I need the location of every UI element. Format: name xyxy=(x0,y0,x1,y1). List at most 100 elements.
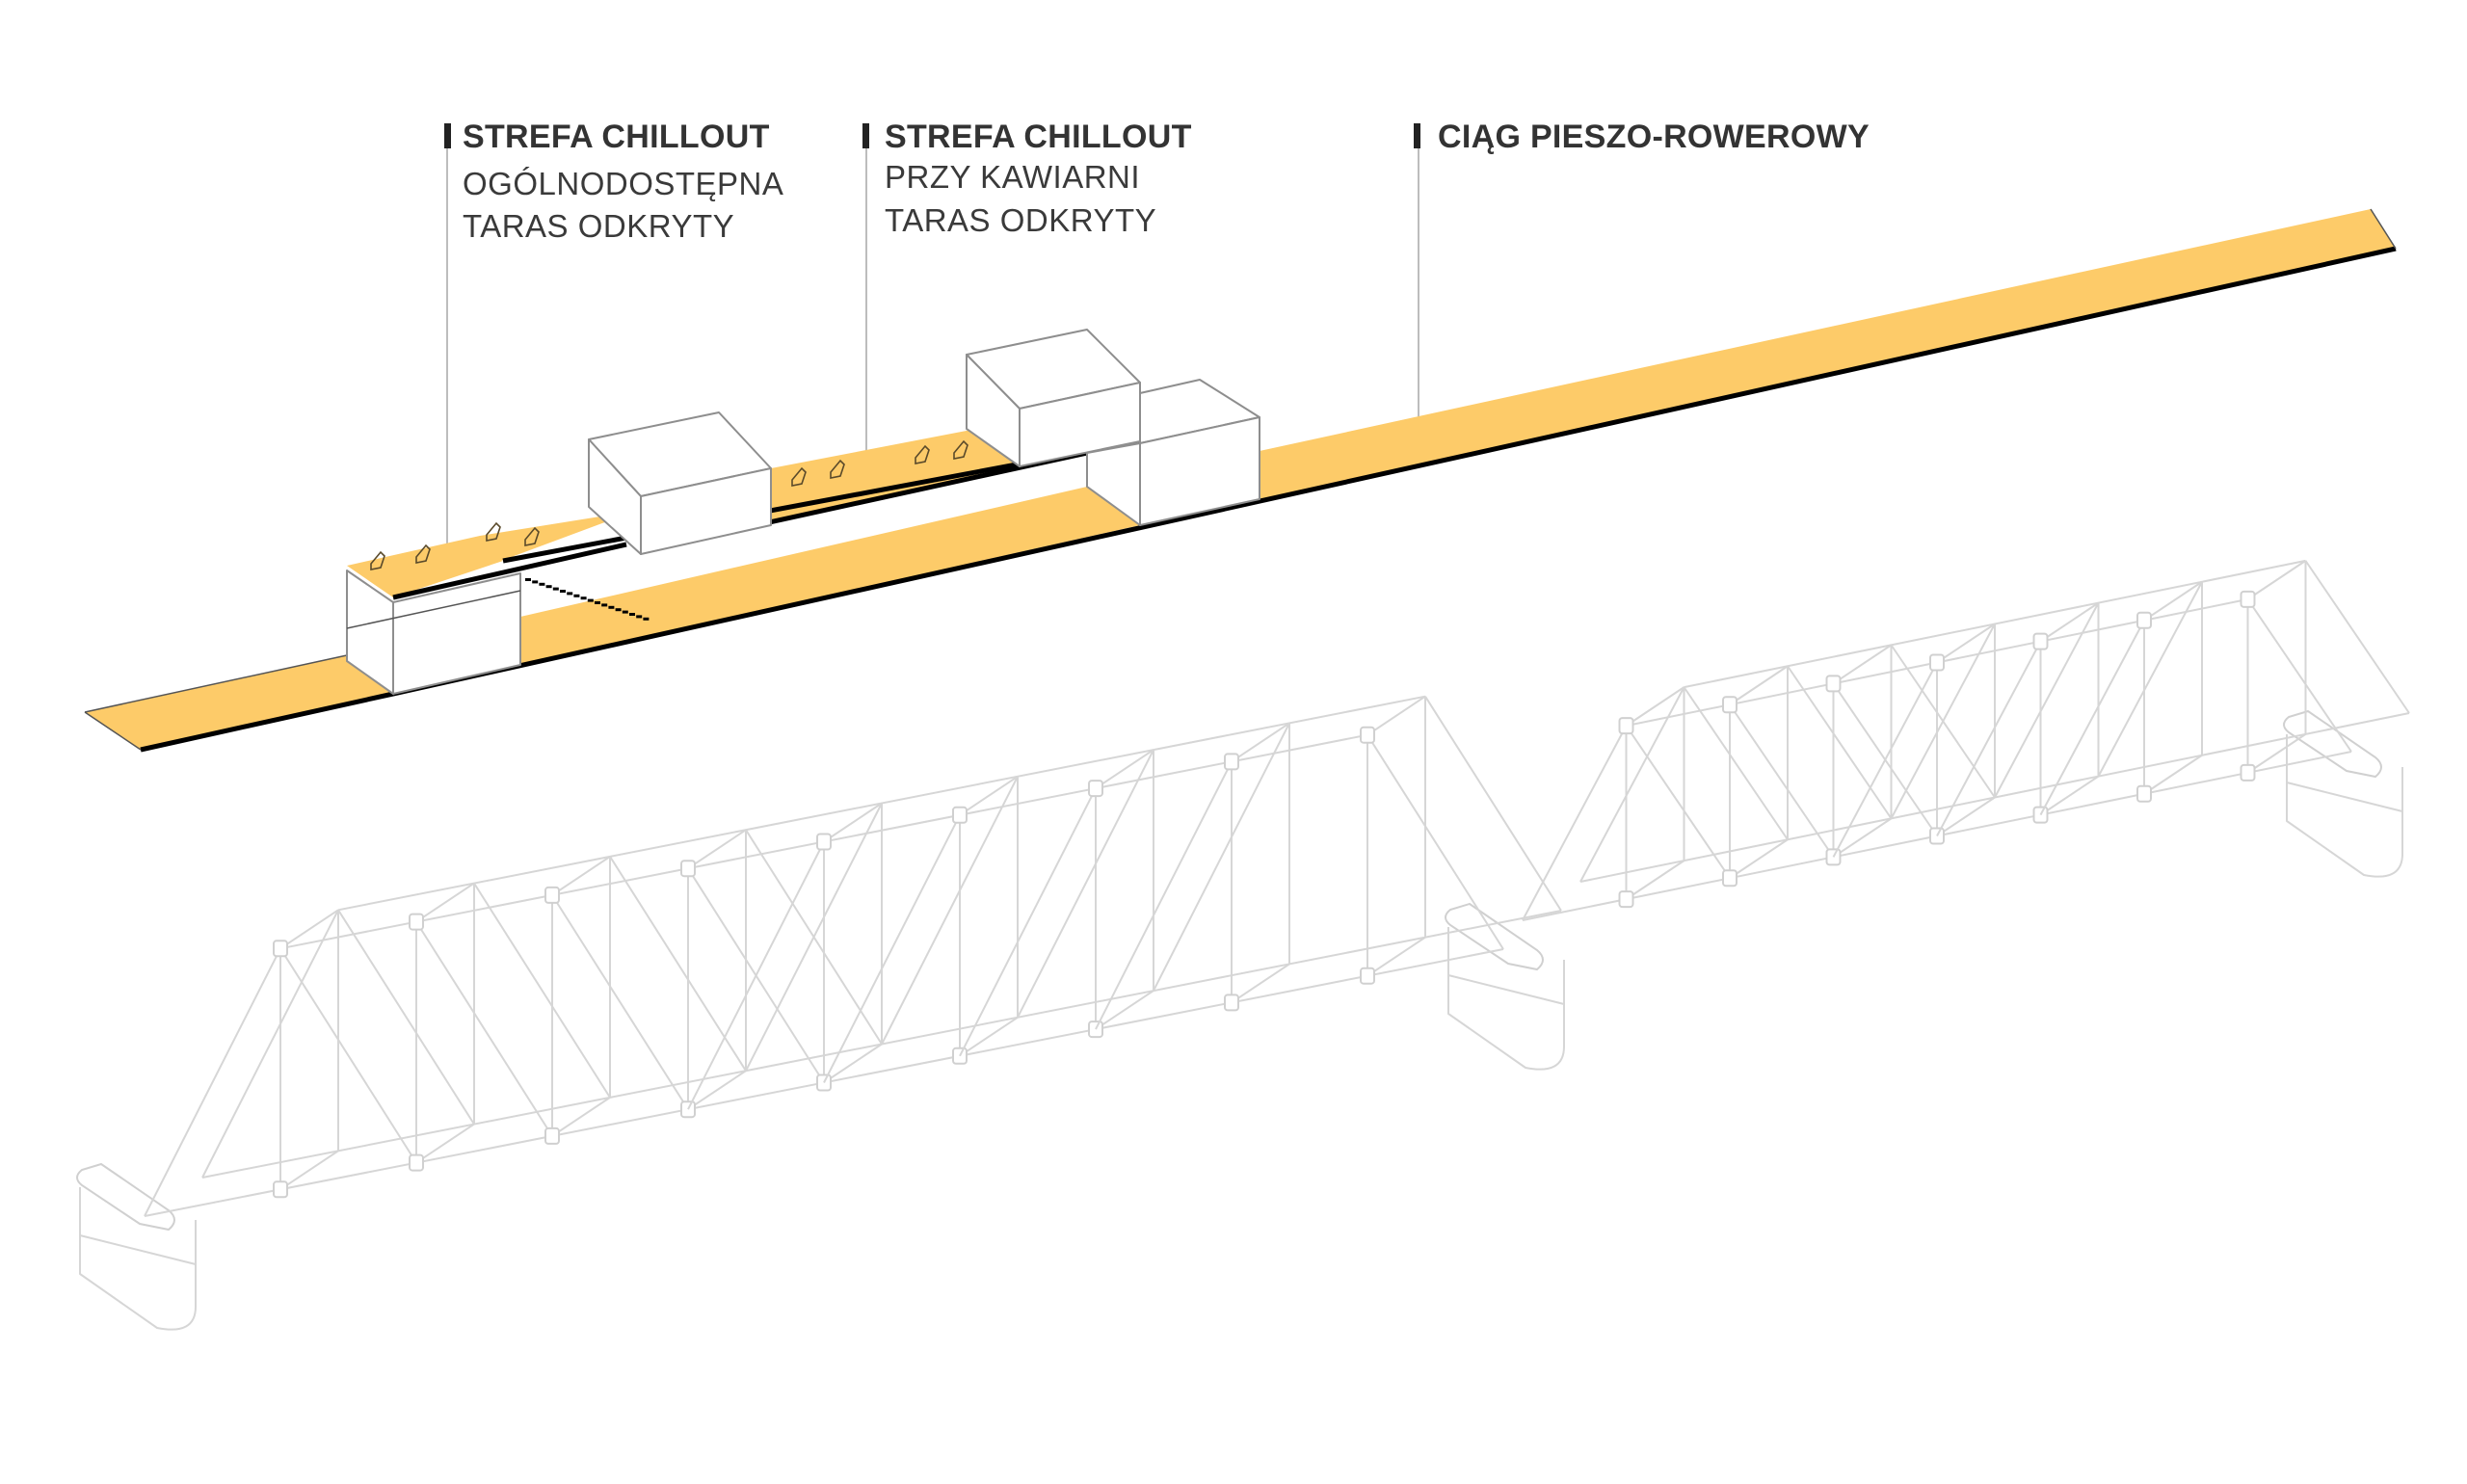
lateral xyxy=(1729,838,1789,880)
diagonal xyxy=(1787,665,1893,819)
label-title: CIĄG PIESZO-ROWEROWY xyxy=(1438,119,1870,155)
pier-band xyxy=(1447,974,1565,1005)
stair-step xyxy=(567,592,573,596)
gusset-node xyxy=(1618,890,1634,909)
end-post xyxy=(1579,686,1685,883)
label-line-1: OGÓLNODOSTĘPNA xyxy=(463,166,783,201)
pier-cap xyxy=(1445,902,1544,971)
gusset-node xyxy=(680,860,696,878)
pier-cap xyxy=(76,1162,175,1232)
diagonal xyxy=(1729,703,1835,858)
deck-chillout-public xyxy=(347,511,636,597)
label-chillout-public: STREFA CHILLOUT OGÓLNODOSTĘPNA TARAS ODK… xyxy=(442,119,783,567)
stair-step xyxy=(636,615,643,619)
lateral xyxy=(1366,695,1426,736)
lateral xyxy=(551,1097,611,1137)
lateral xyxy=(279,909,339,950)
stair-step xyxy=(560,590,566,593)
lateral xyxy=(687,1070,747,1111)
pier-body xyxy=(79,1187,197,1331)
lateral xyxy=(2143,580,2203,622)
diagonal xyxy=(823,814,961,1083)
deck-main-right xyxy=(1260,209,2396,499)
end-post xyxy=(2246,598,2352,753)
diagonal xyxy=(609,856,747,1072)
diagonal xyxy=(959,787,1097,1057)
gusset-node xyxy=(952,806,968,824)
pavilion-middle xyxy=(588,411,772,555)
gusset-node xyxy=(273,940,288,958)
truss-span-right xyxy=(1522,559,2410,921)
deck-edge-thin xyxy=(84,654,348,713)
lateral xyxy=(1832,817,1893,859)
gusset-node xyxy=(273,1180,288,1199)
lateral xyxy=(1936,623,1996,664)
lateral xyxy=(1625,686,1685,727)
gusset-node xyxy=(1929,653,1945,672)
pavilion-right xyxy=(1086,379,1260,526)
deck-edge-thin xyxy=(84,711,142,751)
stair-step xyxy=(608,605,615,609)
label-chillout-cafe: STREFA CHILLOUT PRZY KAWIARNI TARAS ODKR… xyxy=(862,119,1191,492)
stair-step xyxy=(601,603,608,607)
diagonal xyxy=(1832,662,1938,858)
chair-icon xyxy=(486,521,501,542)
lateral xyxy=(1729,665,1789,706)
pier-body xyxy=(2286,734,2403,878)
pier-left xyxy=(76,1162,197,1331)
lateral xyxy=(551,856,611,896)
truss-bridge xyxy=(76,559,2410,1331)
label-marker-bar xyxy=(862,123,869,148)
gusset-node xyxy=(1722,696,1738,714)
diagonal xyxy=(415,921,553,1137)
gusset-node xyxy=(2136,611,2152,629)
label-line-2: TARAS ODKRYTY xyxy=(885,202,1156,238)
pier-band xyxy=(79,1234,197,1265)
diagonal xyxy=(279,947,417,1164)
gusset-node xyxy=(816,833,832,851)
label-pedestrian-cycle-path: CIĄG PIESZO-ROWEROWY xyxy=(1414,119,1870,442)
chairs xyxy=(370,439,968,570)
lateral xyxy=(1095,749,1154,789)
stair-step xyxy=(525,578,531,581)
end-post xyxy=(2304,560,2410,714)
stair-step xyxy=(532,580,539,584)
diagonal xyxy=(1890,623,1996,819)
lateral xyxy=(959,775,1019,816)
chair-icon xyxy=(953,439,968,460)
gusset-node xyxy=(2136,784,2152,803)
lateral xyxy=(1231,963,1290,1004)
pier-right xyxy=(2283,709,2403,878)
stair-step xyxy=(643,617,650,621)
gusset-node xyxy=(2240,590,2256,608)
diagonal xyxy=(1936,641,2042,836)
lateral xyxy=(1832,644,1893,685)
gusset-node xyxy=(1722,869,1738,888)
deck-edge-thin xyxy=(2370,208,2397,250)
chair-icon xyxy=(791,466,807,487)
diagonal xyxy=(337,909,475,1126)
end-post xyxy=(144,947,281,1217)
truss-span-left xyxy=(144,695,1562,1217)
lateral xyxy=(687,829,747,870)
label-marker-bar xyxy=(1414,123,1420,148)
lateral xyxy=(2246,560,2307,600)
lateral xyxy=(2246,733,2307,774)
chair-icon xyxy=(830,459,845,479)
lateral xyxy=(1095,990,1154,1030)
stair-step xyxy=(545,585,552,589)
stair-step xyxy=(587,598,594,602)
end-post xyxy=(201,909,339,1179)
diagonal xyxy=(745,803,883,1072)
stair-step xyxy=(580,596,587,600)
diagonal xyxy=(1017,749,1154,1019)
gusset-node xyxy=(1825,675,1842,693)
stair-step xyxy=(573,594,580,597)
pier-middle xyxy=(1445,902,1565,1071)
gusset-node xyxy=(2032,632,2049,650)
staircase xyxy=(525,578,650,621)
end-post xyxy=(1424,696,1562,912)
diagonal xyxy=(551,894,689,1110)
pier-cap xyxy=(2283,709,2382,779)
